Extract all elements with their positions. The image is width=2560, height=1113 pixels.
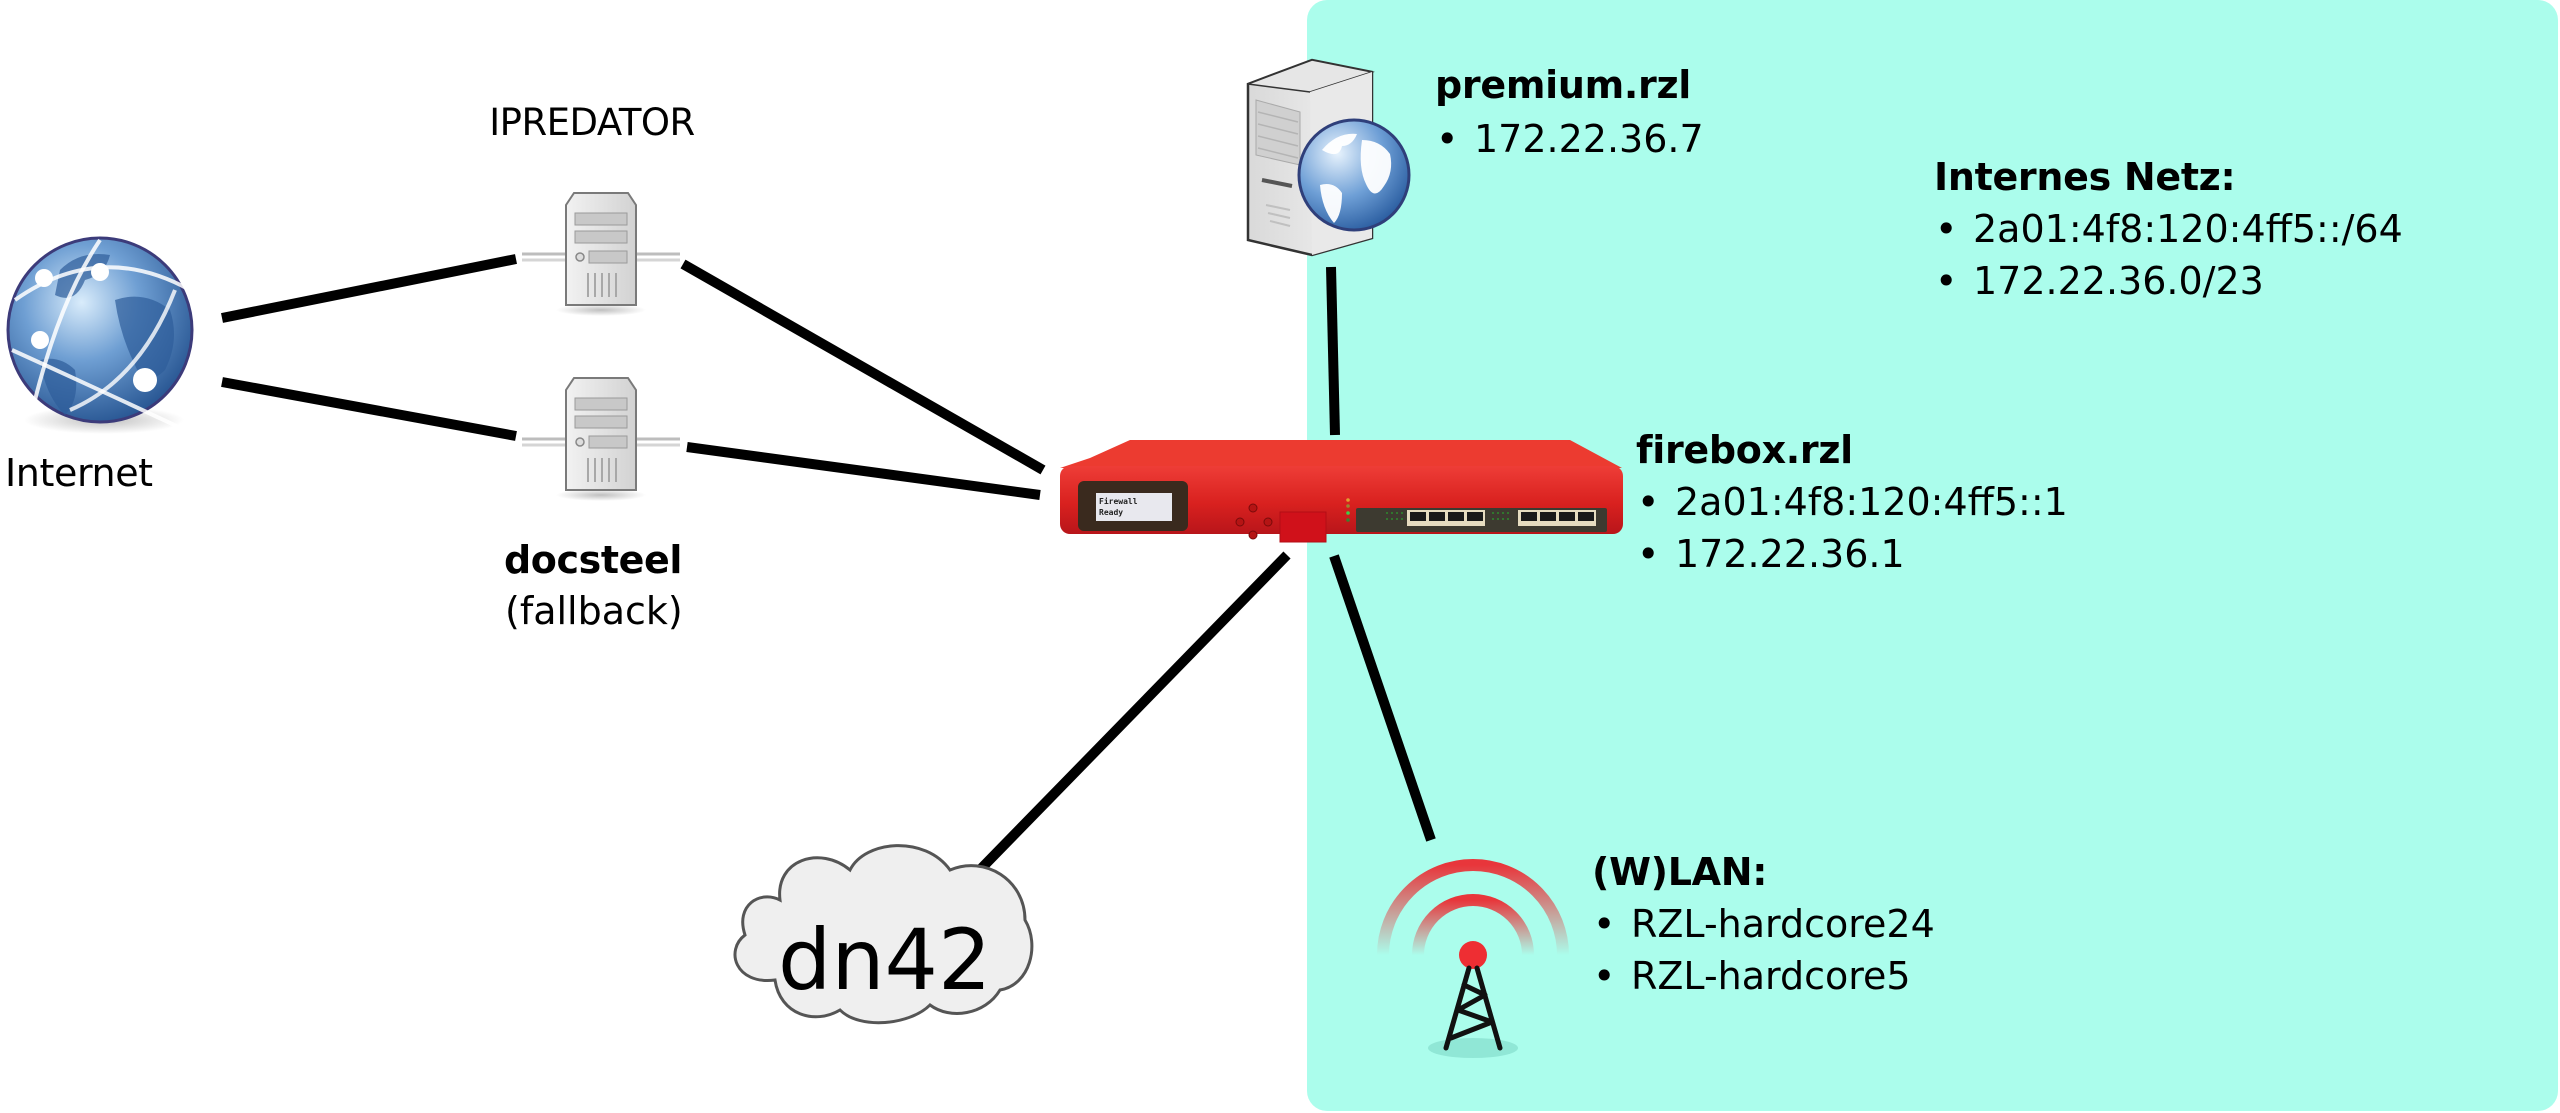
internal-network-prefix-v6: • 2a01:4f8:120:4ff5::/64 bbox=[1935, 210, 2403, 248]
wlan-label: (W)LAN: bbox=[1592, 850, 1768, 894]
premium-label: premium.rzl bbox=[1435, 63, 1692, 107]
link-firebox-premium bbox=[1326, 266, 1340, 436]
bullet: • bbox=[1593, 902, 1616, 946]
cloud-icon bbox=[733, 844, 1034, 1025]
docsteel-label: docsteel bbox=[504, 538, 682, 582]
internet-label: Internet bbox=[5, 451, 153, 495]
firebox-label: firebox.rzl bbox=[1636, 428, 1853, 472]
internal-network-label: Internes Netz: bbox=[1934, 155, 2236, 199]
bullet: • bbox=[1935, 207, 1958, 251]
wlan-network-2: • RZL-hardcore5 bbox=[1593, 957, 1911, 995]
link-internet-ipredator bbox=[221, 254, 517, 323]
ipredator-label: IPREDATOR bbox=[489, 101, 695, 144]
bullet: • bbox=[1637, 532, 1660, 576]
bullet: • bbox=[1935, 259, 1958, 303]
firewall-lcd-line2: Ready bbox=[1099, 508, 1123, 517]
docsteel-sublabel: (fallback) bbox=[505, 589, 683, 633]
server-icon-ipredator bbox=[522, 192, 680, 316]
wlan-ssid-2: RZL-hardcore5 bbox=[1631, 954, 1911, 998]
web-server-icon bbox=[1246, 58, 1411, 257]
server-icon-docsteel bbox=[522, 377, 680, 501]
firebox-address-v6: • 2a01:4f8:120:4ff5::1 bbox=[1637, 483, 2068, 521]
dn42-label: dn42 bbox=[778, 911, 992, 1009]
firebox-ip-v6: 2a01:4f8:120:4ff5::1 bbox=[1675, 480, 2068, 524]
premium-ip: 172.22.36.7 bbox=[1474, 117, 1704, 161]
globe-icon bbox=[6, 236, 194, 434]
bullet: • bbox=[1637, 480, 1660, 524]
firebox-ip-v4: 172.22.36.1 bbox=[1675, 532, 1905, 576]
firebox-address-v4: • 172.22.36.1 bbox=[1637, 535, 1905, 573]
firewall-icon: Firewall Ready bbox=[1060, 440, 1623, 543]
premium-address: • 172.22.36.7 bbox=[1436, 120, 1704, 158]
prefix-v4: 172.22.36.0/23 bbox=[1973, 259, 2264, 303]
link-internet-docsteel bbox=[221, 377, 517, 441]
bullet: • bbox=[1593, 954, 1616, 998]
internal-network-prefix-v4: • 172.22.36.0/23 bbox=[1935, 262, 2264, 300]
firewall-lcd-line1: Firewall bbox=[1099, 496, 1138, 506]
link-ipredator-firebox bbox=[680, 259, 1046, 475]
antenna-tower-icon bbox=[1377, 859, 1569, 1058]
links bbox=[221, 254, 1436, 884]
link-firebox-wlan bbox=[1329, 554, 1436, 842]
wlan-ssid-1: RZL-hardcore24 bbox=[1631, 902, 1935, 946]
link-docsteel-firebox bbox=[686, 442, 1041, 500]
wlan-network-1: • RZL-hardcore24 bbox=[1593, 905, 1935, 943]
prefix-v6: 2a01:4f8:120:4ff5::/64 bbox=[1973, 207, 2403, 251]
bullet: • bbox=[1436, 117, 1459, 161]
link-firebox-dn42 bbox=[966, 551, 1291, 884]
